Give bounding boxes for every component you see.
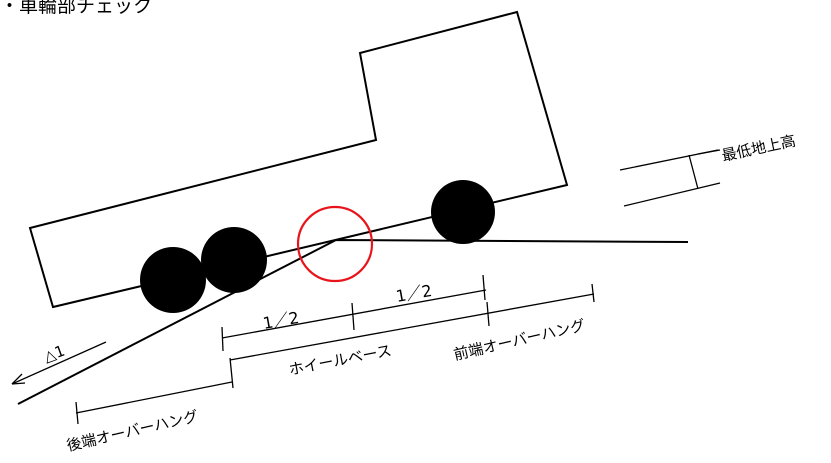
angle-arrow: △1	[11, 341, 107, 385]
half-right-label: 1／2	[394, 281, 433, 306]
ground-clearance-label: 最低地上高	[720, 132, 797, 165]
ground-line	[17, 238, 689, 405]
rear-overhang-label: 後端オーバーハング	[65, 407, 200, 455]
rear-overhang-dimension: 後端オーバーハング	[65, 357, 234, 455]
truck-body	[28, 10, 569, 309]
rear-wheel-2	[201, 227, 267, 293]
front-overhang-label: 前端オーバーハング	[452, 316, 587, 364]
wheelbase-dimension: 1／2 1／2 ホイールベース	[221, 274, 487, 379]
diagram-title: ・車輪部チェック	[0, 0, 152, 17]
contact-point-highlight	[296, 205, 374, 283]
angle-label: △1	[41, 342, 67, 366]
half-left-label: 1／2	[261, 308, 300, 333]
front-wheel	[431, 180, 495, 244]
ground-clearance-indicator: 最低地上高	[619, 132, 797, 207]
rear-wheel-1	[140, 247, 206, 313]
